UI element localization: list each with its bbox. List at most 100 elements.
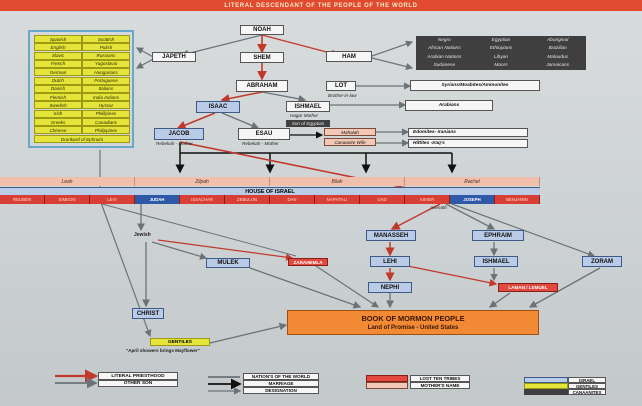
jewish-label: Jewish xyxy=(134,232,151,238)
ham-nation-cell: Arabian Nations xyxy=(427,54,462,60)
gentile-nation-cell: Spanish xyxy=(34,35,82,43)
edomites-box: Edomites- Iranians xyxy=(408,128,528,137)
ham-nation-cell: Malaudus xyxy=(547,54,569,60)
gentile-nation-cell: Flemish xyxy=(34,93,82,102)
gentile-nation-cell: Polish xyxy=(82,43,130,52)
wife-cell: Zilpah xyxy=(135,177,270,186)
lot-relationship: Brother-in-law xyxy=(328,93,357,98)
gentile-nation-cell: Philippines xyxy=(82,126,130,135)
ham-nation-cell: Egyptian xyxy=(491,37,511,43)
ephraim-box: EPHRAIM xyxy=(472,230,524,241)
jacob-box: JACOB xyxy=(154,128,204,140)
legend-marriage: MARRIAGE xyxy=(243,380,319,387)
mahalath-box: Mahalah xyxy=(324,128,376,136)
zarahemla-box: ZARAHEMLA xyxy=(288,258,328,266)
isaac-box: ISAAC xyxy=(196,101,240,113)
gentile-nation-cell: Hyscar xyxy=(82,101,130,110)
chart-title: LITERAL DESCENDANT OF THE PEOPLE OF THE … xyxy=(0,0,642,11)
tribe-cell: ISSACHAR xyxy=(180,195,225,204)
lot-nations-box: Syrians/Moabites/Ammonites xyxy=(410,80,540,91)
tribe-cell: JOSEPH xyxy=(450,195,495,204)
hagar-note: Hagar Mother xyxy=(290,113,319,118)
legend-israel: ISRAEL xyxy=(568,377,606,383)
canaanite-wife-box: Canaanite Wife xyxy=(324,138,376,146)
gentile-nation-cell: Dutch xyxy=(34,76,82,85)
gentile-nation-cell: Danish xyxy=(34,84,82,93)
ishmael-box: ISHMAEL xyxy=(286,101,330,112)
tribe-cell: DAN xyxy=(270,195,315,204)
gentile-nation-cell: Irish xyxy=(34,109,82,118)
tribe-cell: JUDAH xyxy=(135,195,180,204)
gentile-nation-cell: English xyxy=(34,43,82,52)
gentile-nation-cell: Chinese xyxy=(34,126,82,135)
gentile-nations-panel xyxy=(28,30,134,148)
manasseh-box: MANASSEH xyxy=(366,230,416,241)
legend-gentiles-swatch xyxy=(524,383,568,389)
gentile-nation-cell: Swedish xyxy=(34,101,82,110)
legend-gentiles: GENTILES xyxy=(568,383,606,389)
nephi-box: NEPHI xyxy=(368,282,412,293)
ham-box: HAM xyxy=(326,51,372,62)
gentile-nation-cell: German xyxy=(34,68,82,77)
gentile-nation-cell: Slavic xyxy=(34,51,82,60)
legend-canaanites: CANAANITES xyxy=(568,389,606,395)
shem-box: SHEM xyxy=(240,52,284,63)
legend-israel-swatch xyxy=(524,377,568,383)
lehi-box: LEHI xyxy=(370,256,410,267)
mayflower-quote: "April showers brings Mayflower" xyxy=(126,348,200,353)
gentile-nation-cell: Russians xyxy=(82,51,130,60)
gentile-nation-cell: French xyxy=(34,59,82,68)
ham-nation-cell: Jamaicans xyxy=(546,63,570,69)
legend-priesthood: LITERAL PRIESTHOOD xyxy=(98,372,178,380)
christ-box: CHRIST xyxy=(132,308,164,319)
legend-canaanites-swatch xyxy=(524,389,568,395)
zoram-box: ZORAM xyxy=(582,256,622,267)
lot-box: LOT xyxy=(326,81,356,91)
ham-nation-cell: Libyan xyxy=(493,54,509,60)
tribe-cell: SIMEON xyxy=(45,195,90,204)
legend-designation: DESIGNATION xyxy=(243,387,319,394)
hittites-box: Hittites -Iraq's xyxy=(408,139,528,148)
gentile-nation-cell: Portuguese xyxy=(82,76,130,85)
abraham-box: ABRAHAM xyxy=(236,80,288,92)
wife-cell: Bilah xyxy=(270,177,405,186)
asenath-note: Asenath xyxy=(430,205,447,210)
legend-lost-swatch xyxy=(366,375,408,382)
ham-nation-cell: Brazilian xyxy=(548,46,567,52)
gentile-nation-cell: Scottish xyxy=(82,35,130,43)
gentile-nation-cell: Canadians xyxy=(82,118,130,127)
book-of-mormon-subtitle: Land of Promise - United States xyxy=(367,325,459,331)
jacob-mother-note: Rebekah - Mother xyxy=(156,141,193,146)
legend-other-son: OTHER SON xyxy=(98,380,178,387)
legend-nations: NATION'S OF THE WORLD xyxy=(243,373,319,380)
tribe-cell: GAD xyxy=(360,195,405,204)
gentile-nation-cell: Phillipines xyxy=(82,109,130,118)
legend-lost-tribes: LOST TEN TRIBES xyxy=(410,375,470,382)
gentiles-box: GENTILES xyxy=(150,338,210,346)
tribe-cell: REUBEN xyxy=(0,195,45,204)
ham-nation-cell: African Nations xyxy=(428,46,461,52)
book-of-mormon-box: BOOK OF MORMON PEOPLE Land of Promise - … xyxy=(287,310,539,335)
ham-nation-cell: Moors xyxy=(494,63,508,69)
gentile-nation-cell: Hungarians xyxy=(82,68,130,77)
ham-nation-cell: Negro xyxy=(437,37,451,43)
ham-nation-cell: Sudanese xyxy=(433,63,456,69)
legend-mothers-name: MOTHER'S NAME xyxy=(410,382,470,389)
noah-box: NOAH xyxy=(240,25,284,35)
ham-nation-cell: Aboriginal xyxy=(546,37,569,43)
book-of-mormon-title: BOOK OF MORMON PEOPLE xyxy=(361,314,465,323)
gentile-nation-cell: Yugoslavia xyxy=(82,59,130,68)
ham-nation-cell: Ethiopians xyxy=(489,46,513,52)
tribe-cell: NAPHTALI xyxy=(315,195,360,204)
legend-mother-swatch xyxy=(366,382,408,389)
wife-cell: Leah xyxy=(0,177,135,186)
japeth-box: JAPETH xyxy=(152,52,196,62)
tribe-cell: LEVI xyxy=(90,195,135,204)
tribe-cell: ZEBULUN xyxy=(225,195,270,204)
